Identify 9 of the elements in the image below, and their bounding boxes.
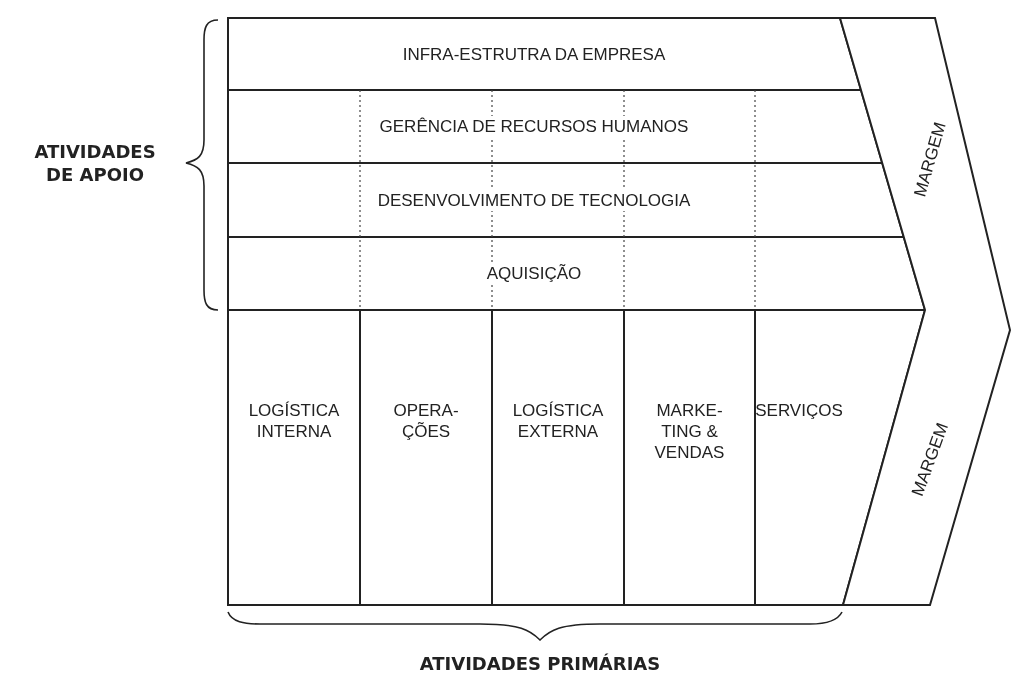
activity-label: GERÊNCIA DE RECURSOS HUMANOS <box>377 116 691 137</box>
activity-label: LOGÍSTICA EXTERNA <box>511 400 605 442</box>
group-label: ATIVIDADES DE APOIO <box>33 140 157 186</box>
activity-label: OPERA- ÇÕES <box>392 400 460 442</box>
activity-label: LOGÍSTICA INTERNA <box>247 400 341 442</box>
activity-label: AQUISIÇÃO <box>484 263 584 284</box>
group-label: ATIVIDADES PRIMÁRIAS <box>418 652 662 675</box>
activity-label: MARKE- TING & VENDAS <box>653 400 726 463</box>
activity-label: SERVIÇOS <box>755 400 843 421</box>
